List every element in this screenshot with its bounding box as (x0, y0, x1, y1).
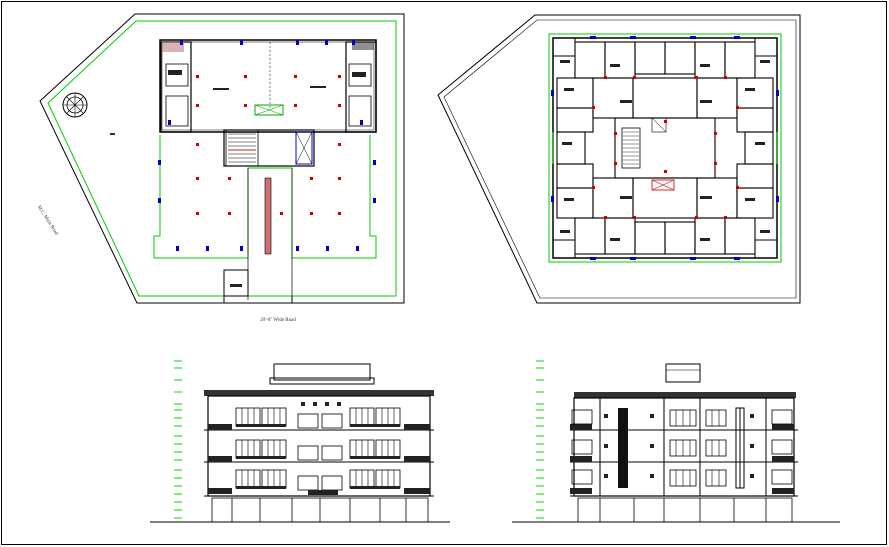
columns-blue (158, 40, 376, 251)
side-elevation (512, 360, 840, 523)
plot-boundary-right (437, 14, 801, 304)
parking-area-outline (153, 135, 377, 259)
road-label: 20'-0" Wide Road (260, 318, 296, 323)
security-cabin (223, 269, 249, 297)
front-elevation-body (207, 395, 431, 497)
stair-core (223, 129, 315, 167)
front-elevation (150, 360, 450, 523)
typical-floor-plan (437, 14, 801, 304)
front-windows (235, 407, 401, 491)
ground-floor-site-plan (39, 13, 405, 304)
circular-well-symbol (62, 92, 88, 118)
building-upper-block (159, 39, 377, 133)
plot-boundary (39, 13, 405, 304)
plot-boundary-inner-green (47, 20, 397, 297)
columns-red (196, 75, 341, 215)
